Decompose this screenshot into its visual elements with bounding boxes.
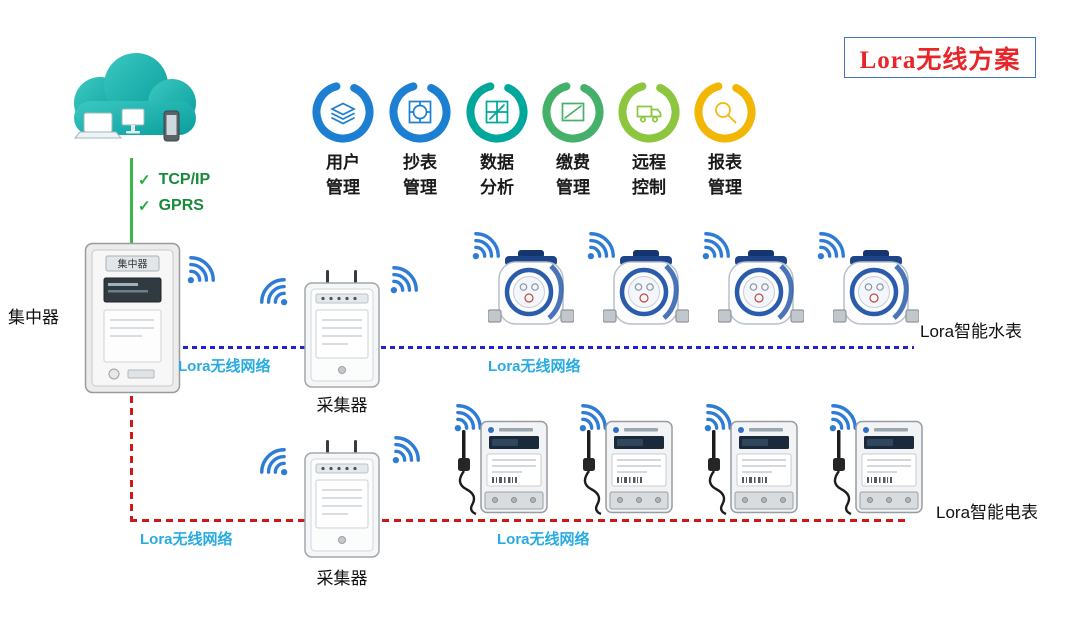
antenna-icon [697, 430, 733, 516]
lora-network-label: Lora无线网络 [497, 531, 590, 548]
protocol-list: ✓ TCP/IP ✓ GPRS [138, 171, 210, 223]
water-meter [718, 250, 804, 336]
antenna-icon [822, 430, 858, 516]
feature-meter-reading: 抄表管理 [382, 80, 458, 200]
chart-cross-icon [466, 81, 528, 143]
lora-network-label: Lora无线网络 [140, 531, 233, 548]
water-meter [488, 250, 574, 336]
concentrator-screen-label: 集中器 [118, 258, 148, 271]
wifi-icon [260, 448, 288, 476]
electric-meters-caption: Lora智能电表 [936, 503, 1039, 522]
protocol-tcpip: ✓ TCP/IP [138, 171, 211, 189]
water-meters-caption: Lora智能水表 [920, 322, 1023, 341]
wifi-icon [587, 232, 615, 260]
wifi-icon [579, 404, 607, 432]
antenna-icon [572, 430, 608, 516]
wifi-icon [704, 404, 732, 432]
wifi-icon [829, 404, 857, 432]
truck-icon [618, 81, 680, 143]
wifi-icon [392, 436, 420, 464]
antenna-icon [447, 430, 483, 516]
phone-icon [163, 110, 180, 142]
wifi-icon [702, 232, 730, 260]
collector-caption-top: 采集器 [316, 396, 368, 415]
lora-network-label: Lora无线网络 [488, 358, 581, 375]
feature-reports: 报表管理 [687, 80, 763, 200]
uplink-line [130, 158, 133, 243]
protocol-gprs: ✓ GPRS [138, 197, 204, 215]
feature-label: 数据分析 [480, 153, 514, 197]
wifi-icon [472, 232, 500, 260]
collector-device-top [298, 268, 386, 390]
wifi-icon [390, 266, 418, 294]
electric-meter [479, 420, 549, 514]
feature-payment: 缴费管理 [535, 80, 611, 200]
feature-label: 抄表管理 [403, 153, 437, 197]
monitor-icon [121, 108, 145, 134]
cloud-icon [52, 45, 217, 163]
dial-icon [389, 81, 451, 143]
concentrator-caption: 集中器 [8, 308, 59, 327]
feature-label: 用户管理 [326, 153, 360, 197]
check-icon: ✓ [138, 198, 151, 215]
lora-link-electric [130, 519, 908, 522]
wifi-icon [260, 278, 288, 306]
lora-link-water [174, 346, 914, 349]
wifi-icon [187, 256, 215, 284]
electric-meter [604, 420, 674, 514]
layers-icon [312, 81, 374, 143]
magnifier-icon [694, 81, 756, 143]
lora-link-electric-vertical [130, 396, 133, 519]
feature-user-management: 用户管理 [305, 80, 381, 200]
electric-meter [854, 420, 924, 514]
diagram-title: Lora无线方案 [844, 37, 1036, 78]
feature-label: 报表管理 [708, 153, 742, 197]
wifi-icon [817, 232, 845, 260]
feature-data-analysis: 数据分析 [459, 80, 535, 200]
lora-network-label: Lora无线网络 [178, 358, 271, 375]
feature-remote-control: 远程控制 [611, 80, 687, 200]
electric-meter [729, 420, 799, 514]
collector-caption-bottom: 采集器 [316, 569, 368, 588]
laptop-icon [73, 112, 123, 139]
feature-label: 远程控制 [632, 153, 666, 197]
concentrator-device: 集中器 [84, 242, 181, 394]
water-meter [833, 250, 919, 336]
water-meter [603, 250, 689, 336]
collector-device-bottom [298, 438, 386, 560]
payment-icon [542, 81, 604, 143]
wifi-icon [454, 404, 482, 432]
feature-label: 缴费管理 [556, 153, 590, 197]
check-icon: ✓ [138, 172, 151, 189]
